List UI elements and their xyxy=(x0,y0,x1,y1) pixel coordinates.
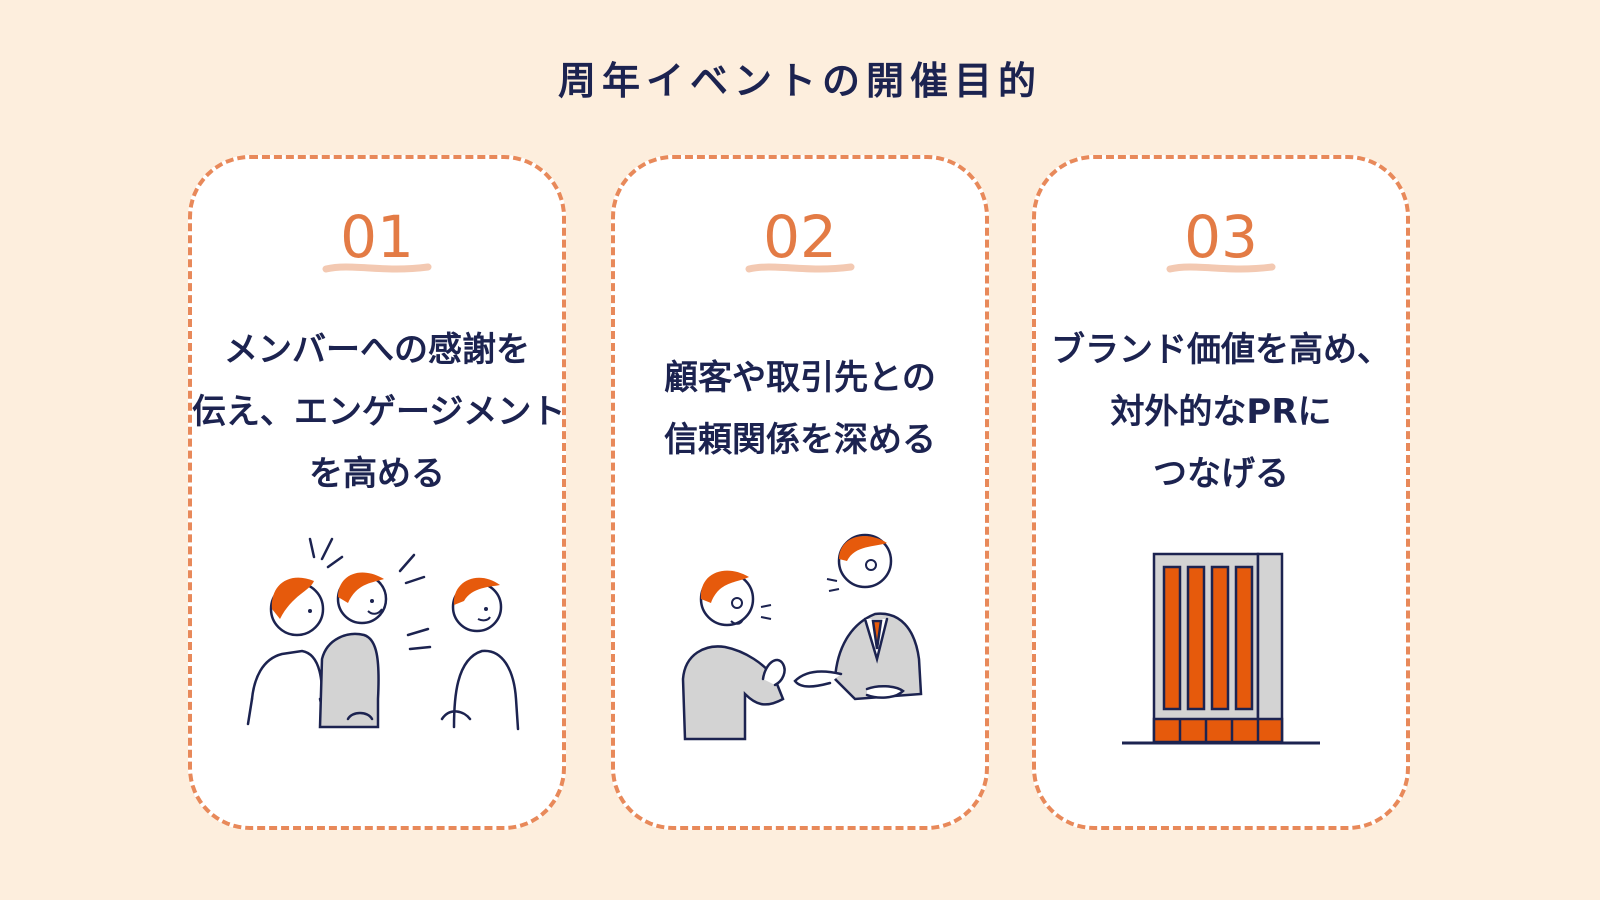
brush-underline xyxy=(322,263,432,273)
card-number: 02 xyxy=(763,203,837,271)
brush-underline xyxy=(745,263,855,273)
brush-underline xyxy=(1166,263,1276,273)
card-line: 対外的なPRに xyxy=(1110,392,1332,432)
team-cheering-illustration xyxy=(246,537,520,731)
page-title: 周年イベントの開催目的 xyxy=(557,59,1042,103)
purpose-card-3: 03 ブランド価値を高め、 対外的なPRに つなげる xyxy=(1032,155,1410,830)
card-line: メンバーへの感謝を xyxy=(224,330,530,370)
card-line: つなげる xyxy=(1153,454,1289,494)
card-number: 01 xyxy=(340,203,414,271)
handshake-illustration xyxy=(681,533,923,741)
building-illustration xyxy=(1122,552,1320,745)
card-line: ブランド価値を高め、 xyxy=(1051,330,1391,370)
card-description: 顧客や取引先との 信頼関係を深める xyxy=(615,347,985,471)
card-number: 03 xyxy=(1184,203,1258,271)
card-line: 信頼関係を深める xyxy=(664,420,936,460)
purpose-card-1: 01 メンバーへの感謝を 伝え、エンゲージメント を高める xyxy=(188,155,566,830)
card-line: 顧客や取引先との xyxy=(664,358,936,398)
card-line: を高める xyxy=(309,454,445,494)
card-description: メンバーへの感謝を 伝え、エンゲージメント を高める xyxy=(192,319,566,505)
card-description: ブランド価値を高め、 対外的なPRに つなげる xyxy=(1036,319,1406,505)
purpose-card-2: 02 顧客や取引先との 信頼関係を深める xyxy=(611,155,989,830)
card-line: 伝え、エンゲージメント xyxy=(192,392,566,432)
